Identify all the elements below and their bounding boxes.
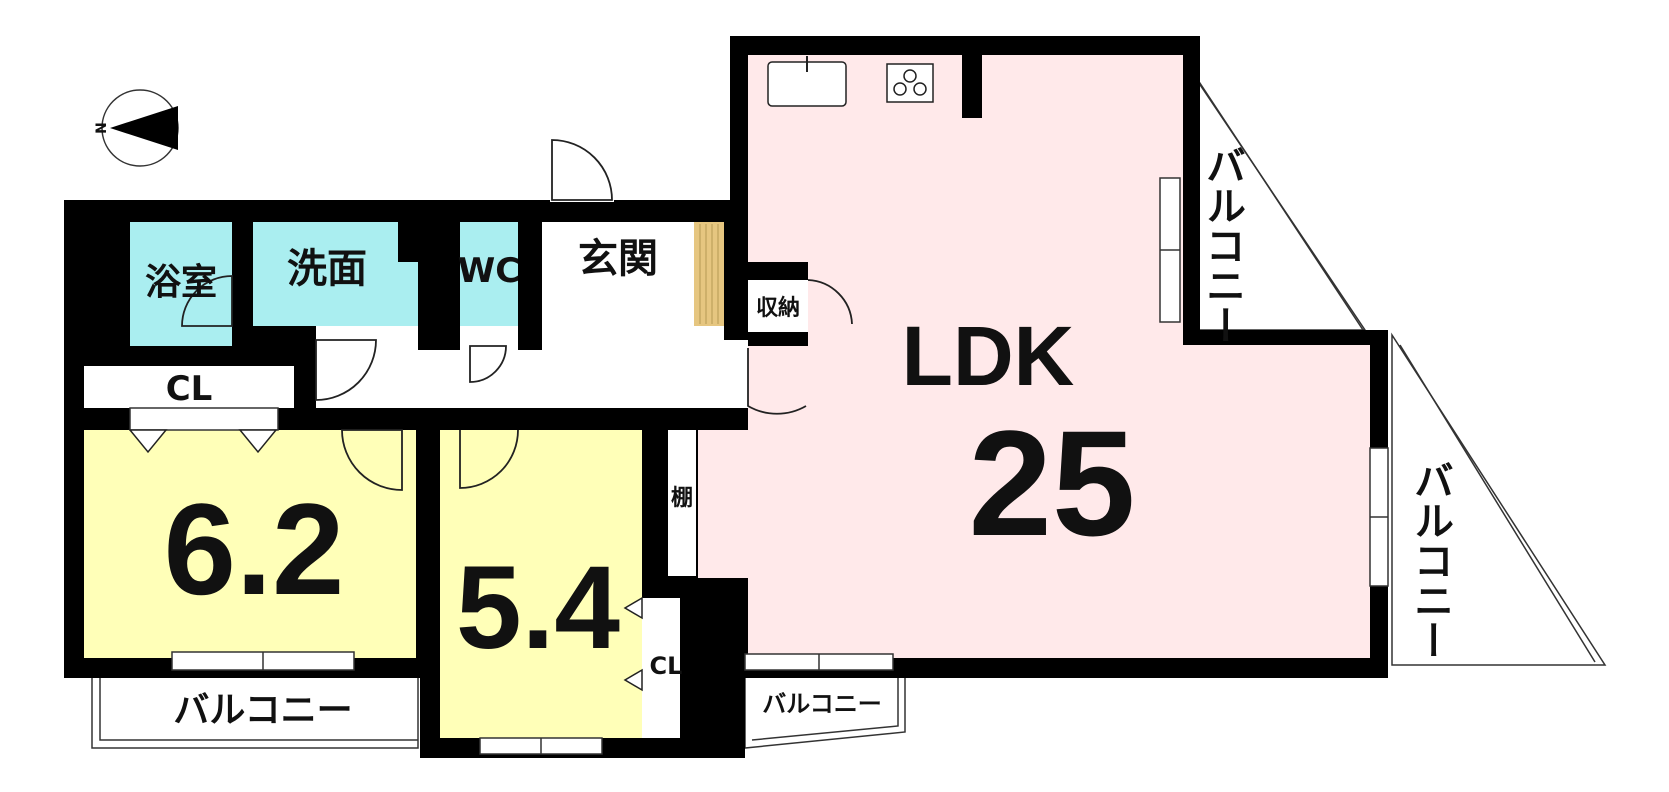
bedroom-2-floor [440,430,642,738]
interior-walls [84,200,808,738]
room-labels: 浴室 洗面 WC 玄関 収納 CL CL 棚 LDK 25 6.2 5.4 [145,236,1135,680]
kitchen [767,56,934,107]
bedroom-1-size: 6.2 [164,476,345,622]
entrance-label: 玄関 [578,236,658,282]
closet-main-floor [84,366,294,408]
compass: N [94,89,179,167]
shelf-floor [668,428,696,576]
entrance-floor [542,222,694,326]
bedroom-2-size: 5.4 [456,542,620,674]
bedroom-1-floor [84,430,416,658]
balcony-bottom-middle-label: バルコニー [762,690,882,718]
ldk-floor [698,55,1370,658]
balcony-lower-right-label: バルコニー [1407,460,1453,660]
washroom-label: 洗面 [287,246,367,292]
balcony-labels: バルコニー バルコニー バルコニー バルコニー [173,145,1453,731]
closet-small-label: CL [650,652,683,680]
room-fills [84,55,1370,738]
compass-needle [110,106,178,150]
ldk-label: LDK [902,309,1075,403]
balcony-bottom-left-label: バルコニー [173,690,352,731]
shelf-label: 棚 [671,486,693,511]
storage-label: 収納 [756,295,800,321]
wc-floor [460,222,518,326]
washroom-floor [253,222,440,326]
wc-label: WC [458,251,520,291]
storage-floor [748,280,808,332]
balcony-upper-right-label: バルコニー [1199,145,1245,345]
closet-small-floor [642,598,680,738]
doors [128,139,853,692]
windows [129,177,1389,755]
ldk-size: 25 [969,399,1136,567]
closet-main-label: CL [166,369,213,409]
entrance-step [694,222,724,326]
compass-north-label: N [94,122,110,134]
window-closet-main [129,407,279,431]
bath-label: 浴室 [145,262,217,303]
